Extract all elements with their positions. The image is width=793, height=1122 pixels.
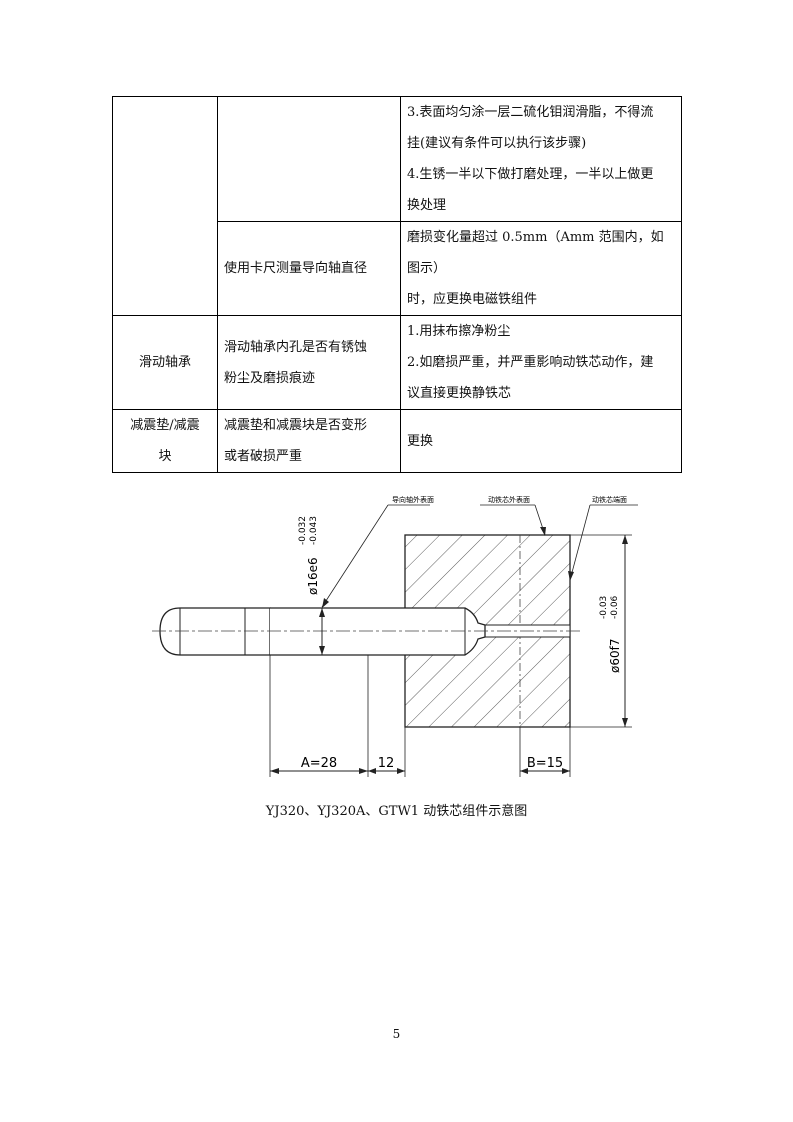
method-line: 挂(建议有条件可以执行该步骤): [407, 136, 587, 151]
check-text: 使用卡尺测量导向轴直径: [224, 261, 368, 276]
item-line: 块: [158, 449, 172, 464]
shaft-tol-upper: -0.032: [298, 516, 308, 545]
guide-shaft: [152, 607, 580, 656]
method-cell: 磨损变化量超过 0.5mm（Amm 范围内，如图示） 时，应更换电磁铁组件: [400, 221, 682, 316]
check-line: 或者破损严重: [224, 449, 303, 464]
check-line: 减震垫和减震块是否变形: [224, 418, 368, 433]
core-outer-surface-label: 动铁芯外表面: [488, 495, 530, 504]
item-cell: 减震垫/减震 块: [112, 409, 218, 473]
check-line: 粉尘及磨损痕迹: [224, 370, 316, 386]
leader-lines: 导向轴外表面 动铁芯外表面 动铁芯端面: [321, 495, 638, 608]
table-row: 减震垫/减震 块 减震垫和减震块是否变形 或者破损严重 更换: [112, 409, 682, 473]
check-cell: 使用卡尺测量导向轴直径: [217, 221, 401, 316]
item-cell: [112, 96, 218, 316]
method-line: 磨损变化量超过 0.5mm（Amm 范围内，如图示）: [407, 230, 664, 276]
method-line: 换处理: [407, 198, 447, 213]
shaft-diameter-dimension: ø16e6 -0.032 -0.043: [298, 516, 325, 655]
table-row: 滑动轴承 滑动轴承内孔是否有锈蚀 粉尘及磨损痕迹 1.用抹布擦净粉尘 2.如磨损…: [112, 315, 682, 410]
guide-shaft-surface-label: 导向轴外表面: [392, 495, 434, 504]
check-cell: [217, 96, 401, 222]
dim-gap-label: 12: [378, 756, 395, 771]
method-line: 3.表面均匀涂一层二硫化钼润滑脂，不得流: [407, 105, 654, 120]
item-cell: 滑动轴承: [112, 315, 218, 410]
item-text: 滑动轴承: [138, 355, 191, 370]
method-cell: 3.表面均匀涂一层二硫化钼润滑脂，不得流 挂(建议有条件可以执行该步骤) 4.生…: [400, 96, 682, 222]
core-tol-lower: -0.06: [610, 595, 620, 619]
check-cell: 滑动轴承内孔是否有锈蚀 粉尘及磨损痕迹: [217, 315, 401, 410]
core-assembly-drawing: ø16e6 -0.032 -0.043 ø60f7 -0.03 -0.06 导向…: [152, 495, 638, 777]
figure-caption: YJ320、YJ320A、GTW1 动铁芯组件示意图: [265, 804, 528, 819]
check-cell: 减震垫和减震块是否变形 或者破损严重: [217, 409, 401, 473]
core-dia-label: ø60f7: [608, 639, 622, 673]
shaft-tol-lower: -0.043: [309, 516, 319, 545]
core-tol-upper: -0.03: [599, 596, 609, 619]
core-end-face-label: 动铁芯端面: [592, 495, 627, 504]
page-number: 5: [392, 1027, 401, 1041]
method-line: 议直接更换静铁芯: [407, 386, 512, 401]
method-line: 4.生锈一半以下做打磨处理，一半以上做更: [407, 167, 654, 182]
item-line: 减震垫/减震: [130, 418, 200, 433]
method-line: 1.用抹布擦净粉尘: [407, 324, 511, 339]
dim-b-label: B=15: [527, 756, 563, 771]
table-row: 使用卡尺测量导向轴直径 磨损变化量超过 0.5mm（Amm 范围内，如图示） 时…: [113, 221, 682, 316]
maintenance-table: 3.表面均匀涂一层二硫化钼润滑脂，不得流 挂(建议有条件可以执行该步骤) 4.生…: [112, 96, 682, 473]
length-dimensions: A=28 12 B=15: [269, 655, 571, 777]
shaft-dia-label: ø16e6: [306, 557, 320, 595]
dim-a-label: A=28: [301, 756, 337, 771]
method-line: 2.如磨损严重，并严重影响动铁芯动作，建: [407, 355, 654, 370]
check-line: 滑动轴承内孔是否有锈蚀: [224, 339, 368, 355]
method-line: 时，应更换电磁铁组件: [407, 292, 538, 307]
core-diameter-dimension: ø60f7 -0.03 -0.06: [570, 534, 632, 728]
method-cell: 更换: [400, 409, 682, 473]
table-row: 3.表面均匀涂一层二硫化钼润滑脂，不得流 挂(建议有条件可以执行该步骤) 4.生…: [112, 96, 682, 316]
method-cell: 1.用抹布擦净粉尘 2.如磨损严重，并严重影响动铁芯动作，建 议直接更换静铁芯: [400, 315, 682, 410]
method-line: 更换: [407, 433, 434, 449]
